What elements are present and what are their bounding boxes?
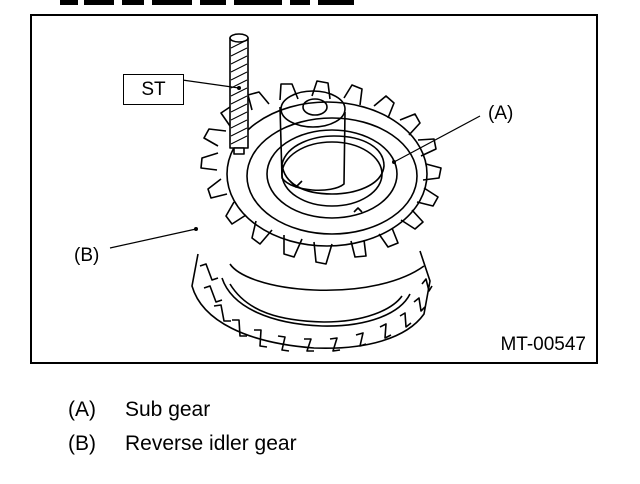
reverse-idler-gear [191,250,433,352]
snap-ring-lug [353,207,363,213]
special-tool-pin [229,33,249,155]
lower-gear-face [229,263,425,292]
legend-text: Reverse idler gear [125,432,297,455]
legend-key: (B) [68,432,96,455]
tool-pin-hatching [230,39,248,145]
figure-frame: ST (A) (B) MT-00547 [30,14,598,364]
leader-dot-b [194,227,198,231]
sub-gear-root-circle [226,101,428,247]
lower-gear-teeth [199,263,433,352]
legend: (A) Sub gear (B) Reverse idler gear [68,393,297,461]
cropped-heading-fragment [60,0,380,6]
tool-pin-tip [233,147,245,155]
tool-pin-top [229,33,249,43]
leader-dot-a [392,160,396,164]
figure-id: MT-00547 [500,334,586,355]
lower-gear-inner-rim-2 [229,283,403,323]
hub-ring-outer [246,117,418,235]
st-label-box: ST [123,74,184,105]
gear-illustration [109,33,481,352]
sub-gear [200,80,442,265]
shaft-body [279,106,346,192]
st-label: ST [141,78,166,100]
legend-item: (B) Reverse idler gear [68,427,297,461]
hub-ring-inner [281,141,383,207]
legend-item: (A) Sub gear [68,393,297,427]
callout-a: (A) [488,103,514,124]
leader-line-b [109,228,197,249]
lower-gear-outline [191,250,431,350]
callout-b: (B) [74,245,100,266]
shaft-bore [302,98,328,116]
snap-ring [281,135,385,195]
sub-gear-teeth [200,80,442,265]
shaft-top [280,90,346,128]
leader-dot-st [237,86,241,90]
leader-line-a [393,115,481,163]
legend-text: Sub gear [125,398,211,421]
lower-gear-inner-rim [221,277,411,327]
hub-ring-mid [266,129,398,219]
shaft-key [289,180,303,188]
shaft [279,90,346,192]
legend-key: (A) [68,398,96,421]
